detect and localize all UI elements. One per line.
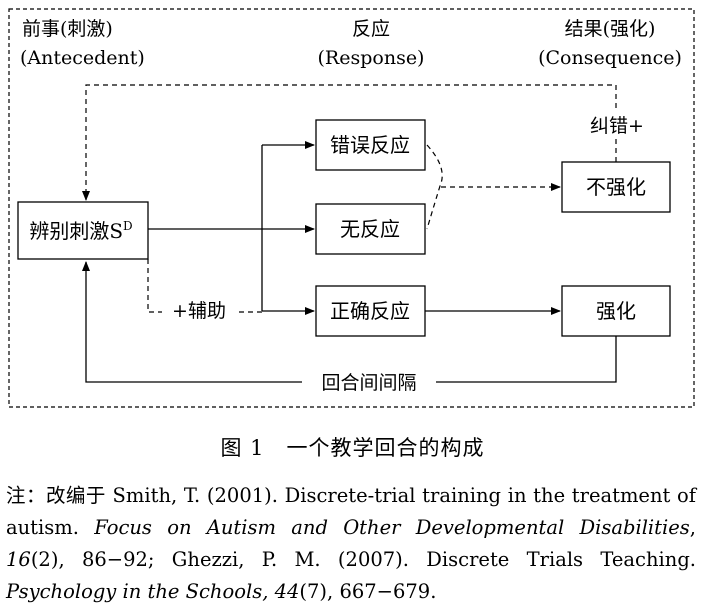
note-journal-2: Psychology in the Schools, 44: [6, 580, 300, 603]
figure-note: 注：改编于 Smith, T. (2001). Discrete-trial t…: [6, 480, 696, 608]
note-rest-1: (2), 86−92; Ghezzi, P. M. (2007). Discre…: [30, 548, 696, 571]
note-journal-1: Focus on Autism and Other Developmental …: [94, 516, 690, 539]
no-response-box: [315, 203, 426, 255]
sd-box: [17, 201, 149, 260]
note-sep-1: ,: [689, 516, 696, 539]
header-consequence-en: (Consequence): [538, 47, 682, 69]
reinforce-box: [561, 285, 671, 337]
sd-label: 辨别刺激SD: [29, 219, 132, 243]
prompt-label: +辅助: [172, 300, 226, 322]
no-reinforce-label: 不强化: [586, 175, 646, 199]
header-response-cn: 反应: [352, 18, 390, 40]
correct-response-label: 正确反应: [330, 299, 410, 323]
wrong-response-label: 错误反应: [330, 133, 410, 157]
correction-label: 纠错+: [590, 115, 644, 137]
reinforce-label: 强化: [596, 299, 636, 323]
iti-label: 回合间间隔: [321, 372, 416, 394]
note-volume-1: 16: [6, 548, 31, 571]
figure-caption: 图 1 一个教学回合的构成: [220, 436, 485, 460]
note-prefix: 注：改编于 Smith, T. (2001). Discrete-trial t…: [6, 484, 696, 539]
teaching-trial-diagram: 前事(刺激) (Antecedent) 反应 (Response) 结果(强化)…: [8, 8, 695, 408]
correct-response-box: [315, 285, 426, 337]
wrong-response-box: [315, 119, 426, 171]
note-rest-2: (7), 667−679.: [299, 580, 437, 603]
header-antecedent-cn: 前事(刺激): [22, 18, 113, 40]
outer-frame: [8, 8, 695, 408]
edge-merge-curve: [426, 144, 443, 230]
no-response-label: 无反应: [340, 217, 400, 241]
header-response-en: (Response): [318, 47, 425, 69]
header-antecedent-en: (Antecedent): [20, 47, 145, 69]
header-consequence-cn: 结果(强化): [565, 18, 656, 40]
